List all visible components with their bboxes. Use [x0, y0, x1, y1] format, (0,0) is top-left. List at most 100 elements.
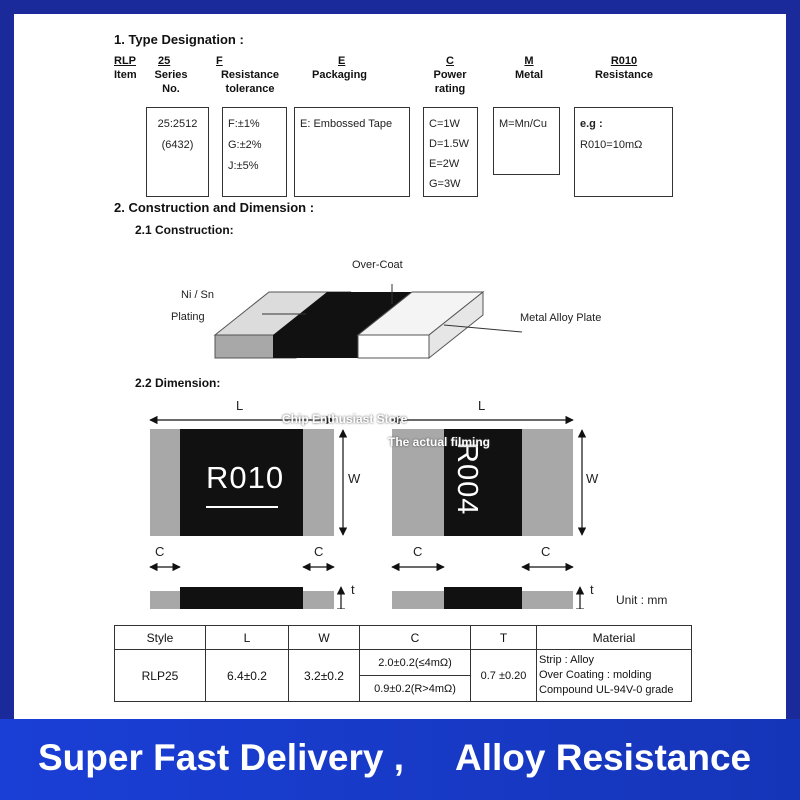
- chip2-W-label: W: [586, 471, 599, 486]
- box-packaging-line: E: Embossed Tape: [300, 118, 393, 130]
- dimension-title: 2.2 Dimension:: [135, 376, 221, 390]
- box-tolerance: F:±1% G:±2% J:±5%: [222, 107, 287, 197]
- table-row: RLP25 6.4±0.2 3.2±0.2 2.0±0.2(≤4mΩ) 0.7 …: [114, 649, 692, 702]
- banner-text-delivery: Super Fast Delivery ,: [38, 737, 405, 778]
- section1-title: 1. Type Designation :: [114, 32, 244, 47]
- box-packaging: E: Embossed Tape: [294, 107, 410, 197]
- box-resistance: e.g : R010=10mΩ: [574, 107, 673, 197]
- table-row: 0.9±0.2(R>4mΩ): [115, 675, 692, 702]
- spec-table: Style L W C T Material RLP25 6.4±0.2 3.2…: [114, 625, 692, 702]
- construction-title: 2.1 Construction:: [135, 223, 234, 237]
- box-tolerance-line: G:±2%: [228, 139, 262, 151]
- chip1-terminal-left: [150, 429, 180, 536]
- col-metal-code: M: [524, 55, 534, 67]
- cell-C2: 0.9±0.2(R>4mΩ): [359, 675, 471, 702]
- construction-drawing: [213, 284, 523, 360]
- datasheet: 1. Type Designation : RLP Item 25 Series…: [14, 14, 786, 719]
- box-power-line: D=1.5W: [429, 138, 470, 150]
- dimension-drawing: [149, 415, 587, 609]
- box-metal-line: M=Mn/Cu: [499, 118, 547, 130]
- col-resistance-label: Resistance: [594, 69, 654, 81]
- col-packaging: E Packaging: [312, 54, 382, 82]
- chip2-L-label: L: [478, 398, 486, 413]
- label-metal-plate: Metal Alloy Plate: [520, 312, 602, 324]
- cell-C1: 2.0±0.2(≤4mΩ): [359, 649, 471, 676]
- col-series-label: Series No.: [154, 69, 188, 95]
- col-item: RLP Item: [114, 54, 144, 82]
- chip2-side-body: [444, 587, 522, 609]
- chip1-t-label: t: [351, 582, 355, 597]
- watermark-filming: The actual filming: [388, 435, 491, 449]
- th-L: L: [205, 625, 289, 650]
- cell-T: 0.7 ±0.20: [470, 649, 537, 702]
- box-metal: M=Mn/Cu: [493, 107, 560, 175]
- col-packaging-code: E: [338, 55, 346, 67]
- chip1-side-terminal-left: [150, 591, 180, 609]
- section2-title: 2. Construction and Dimension :: [114, 200, 315, 215]
- col-item-code: RLP: [114, 55, 136, 67]
- th-T: T: [470, 625, 537, 650]
- watermark-store: Chip Enthusiast Store: [282, 412, 408, 426]
- table-header-row: Style L W C T Material: [114, 625, 692, 650]
- col-power: C Power rating: [426, 54, 474, 96]
- cell-material: Strip : Alloy Over Coating : molding Com…: [536, 649, 692, 702]
- cell-W: 3.2±0.2: [288, 649, 360, 702]
- box-resistance-line: e.g :: [580, 118, 603, 130]
- box-series-line: 25:2512: [157, 118, 198, 130]
- metal-plate-side: [428, 290, 484, 360]
- unit-label: Unit : mm: [616, 593, 668, 607]
- col-resistance-code: R010: [610, 55, 638, 67]
- chip2-t-label: t: [590, 582, 594, 597]
- chip1-C-right-label: C: [314, 544, 324, 559]
- box-tolerance-line: J:±5%: [228, 160, 259, 172]
- metal-plate-front: [357, 334, 430, 359]
- col-power-label: Power rating: [433, 69, 467, 95]
- chip1-C-left-label: C: [155, 544, 165, 559]
- col-tolerance: F Resistance tolerance: [214, 54, 286, 96]
- promo-banner: Super Fast Delivery , Alloy Resistance: [0, 719, 800, 800]
- chip2-terminal-right: [522, 429, 573, 536]
- chip1-marking: R010: [206, 460, 285, 495]
- col-metal-label: Metal: [514, 69, 544, 81]
- chip1-side-body: [180, 587, 303, 609]
- leader-metal-plate: [443, 324, 523, 333]
- material-line: Compound UL-94V-0 grade: [539, 684, 674, 696]
- th-W: W: [288, 625, 360, 650]
- box-series: 25:2512 (6432): [146, 107, 209, 197]
- col-series-code: 25: [158, 55, 171, 67]
- chip1-side-terminal-right: [303, 591, 334, 609]
- col-tolerance-code: F: [216, 55, 223, 67]
- col-metal: M Metal: [504, 54, 554, 82]
- col-series: 25 Series No.: [146, 54, 196, 96]
- chip2-side-terminal-right: [522, 591, 573, 609]
- banner-text-alloy: Alloy Resistance: [455, 737, 752, 778]
- col-tolerance-label: Resistance tolerance: [220, 69, 280, 95]
- label-overcoat: Over-Coat: [352, 259, 403, 271]
- box-power-line: G=3W: [429, 178, 461, 190]
- label-plating: Plating: [171, 311, 205, 323]
- th-style: Style: [114, 625, 206, 650]
- material-line: Over Coating : molding: [539, 669, 652, 681]
- box-resistance-line: R010=10mΩ: [580, 139, 643, 151]
- col-item-label: Item: [114, 69, 137, 81]
- box-power-line: C=1W: [429, 118, 460, 130]
- chip2-terminal-left: [392, 429, 444, 536]
- box-power: C=1W D=1.5W E=2W G=3W: [423, 107, 478, 197]
- chip2-body: [444, 429, 522, 536]
- material-line: Strip : Alloy: [539, 654, 595, 666]
- box-power-line: E=2W: [429, 158, 460, 170]
- cell-L: 6.4±0.2: [205, 649, 289, 702]
- box-tolerance-line: F:±1%: [228, 118, 260, 130]
- chip1-L-label: L: [236, 398, 244, 413]
- chip1-body: [180, 429, 303, 536]
- chip1-terminal-right: [303, 429, 334, 536]
- chip1-W-label: W: [348, 471, 361, 486]
- cell-style: RLP25: [114, 649, 206, 702]
- col-resistance: R010 Resistance: [584, 54, 664, 82]
- chip2-side-terminal-left: [392, 591, 444, 609]
- col-packaging-label: Packaging: [312, 69, 368, 81]
- chip2-C-left-label: C: [413, 544, 423, 559]
- col-power-code: C: [446, 55, 454, 67]
- chip2-marking: R004: [451, 442, 483, 516]
- th-material: Material: [536, 625, 692, 650]
